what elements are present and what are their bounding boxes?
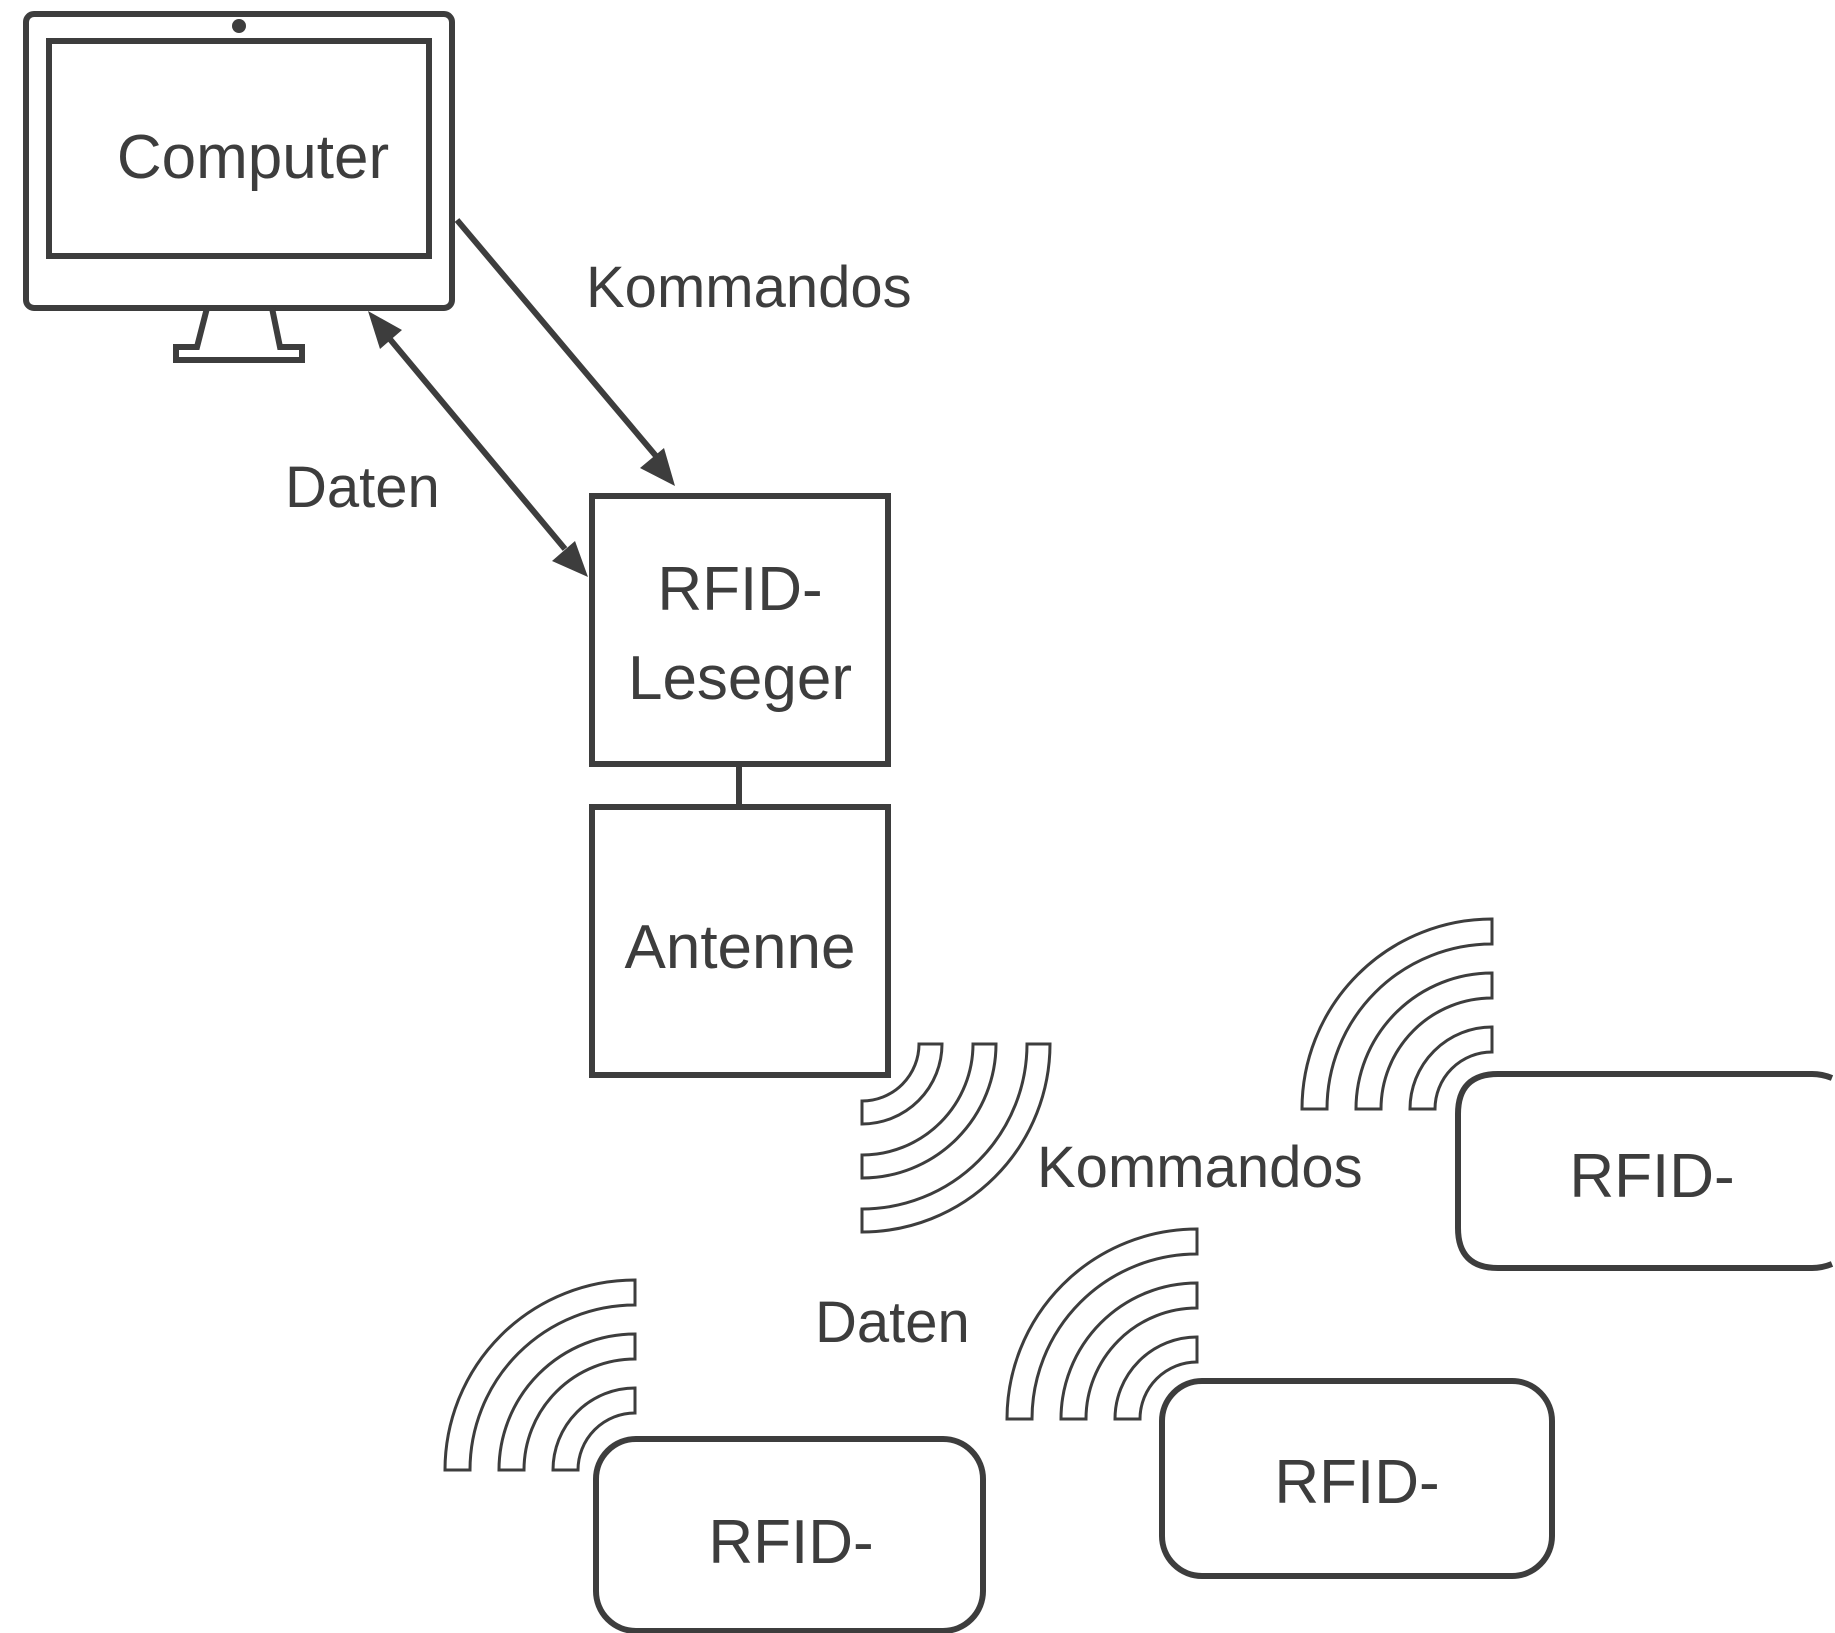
reader-label-line1: RFID- [657, 555, 822, 624]
tag-3-signal-icon [1300, 917, 1494, 1111]
rfid-tag-3: RFID- [1300, 917, 1834, 1271]
tag-2-signal-icon [1005, 1227, 1199, 1421]
commands-label-upper: Kommandos [586, 255, 912, 320]
rfid-reader-box: RFID- Leseger [589, 493, 891, 767]
data-label-lower: Daten [815, 1290, 970, 1355]
rfid-tag-1: RFID- [443, 1278, 986, 1633]
commands-label-lower: Kommandos [1037, 1135, 1363, 1200]
reader-label-line2: Leseger [628, 644, 852, 713]
tag-1-signal-icon [443, 1278, 637, 1472]
antenna-signal-icon [860, 1042, 1052, 1234]
data-arrow [368, 311, 588, 577]
data-label-upper: Daten [285, 455, 440, 520]
rfid-tag-2: RFID- [1005, 1227, 1555, 1579]
antenna-label: Antenne [625, 913, 856, 982]
antenna-box: Antenne [589, 804, 891, 1078]
tag-2-label: RFID- [1274, 1448, 1439, 1517]
tag-3-label: RFID- [1569, 1142, 1734, 1211]
commands-arrow [454, 218, 675, 486]
computer-label: Computer [117, 123, 389, 192]
computer-monitor-icon: Computer [23, 11, 455, 363]
tag-1-label: RFID- [708, 1508, 873, 1577]
